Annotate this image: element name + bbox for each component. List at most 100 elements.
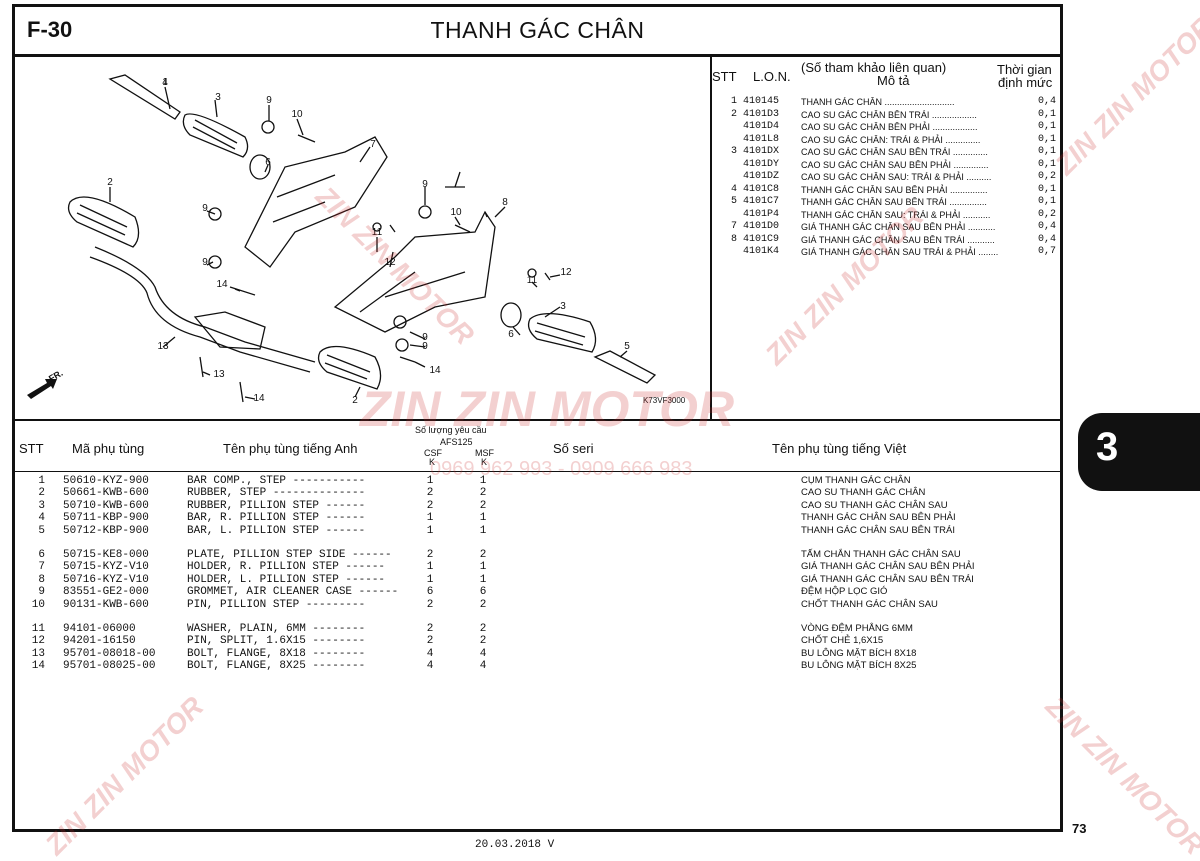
parts-part-no: 50716-KYZ-V10 <box>63 573 149 586</box>
section-tab-number: 3 <box>1096 425 1119 469</box>
parts-csf: 6 <box>426 586 434 599</box>
parts-part-no: 95701-08018-00 <box>63 647 156 660</box>
callout-14: 14 <box>429 365 441 376</box>
parts-msf: 1 <box>479 561 487 574</box>
parts-stt: 14 <box>31 660 45 673</box>
labor-lon: 4101P4 <box>743 208 780 220</box>
labor-lon: 410145 <box>743 96 780 107</box>
part-14-bolt <box>229 186 465 363</box>
parts-name-vn: THANH GÁC CHÂN SAU BÊN TRÁI <box>801 524 955 536</box>
parts-header-serial: Số seri <box>553 441 594 456</box>
callout-1: 1 <box>162 77 168 88</box>
parts-stt: 4 <box>38 512 45 525</box>
callout-5: 5 <box>624 341 630 352</box>
part-12-split-pin <box>389 224 551 281</box>
parts-stt: 2 <box>38 487 45 500</box>
callout-3: 3 <box>215 92 221 103</box>
labor-lon: 4101D0 <box>743 221 780 232</box>
callout-12: 12 <box>560 267 572 278</box>
labor-lon: 4101C8 <box>743 183 780 195</box>
labor-desc: CAO SU GÁC CHÂN BÊN TRÁI ...............… <box>801 109 977 120</box>
parts-part-no: 83551-GE2-000 <box>63 586 149 599</box>
parts-part-no: 50710-KWB-600 <box>63 499 149 512</box>
part-3-rubber-lower <box>527 313 597 353</box>
parts-header-rule <box>15 471 1060 472</box>
labor-stt: 4 <box>730 183 737 195</box>
parts-header-k1: K <box>429 457 436 467</box>
parts-name-en: RUBBER, STEP -------------- <box>187 487 366 500</box>
page-number: 73 <box>1072 821 1087 836</box>
callout-3: 3 <box>560 301 566 312</box>
labor-time: 0,1 <box>1037 196 1056 207</box>
callout-9: 9 <box>422 332 428 343</box>
front-arrow-icon: FR. <box>27 368 65 399</box>
callout-2: 2 <box>107 177 113 188</box>
parts-name-vn: THANH GÁC CHÂN SAU BÊN PHẢI <box>801 512 956 524</box>
labor-desc: GIÁ THANH GÁC CHÂN SAU BÊN TRÁI ........… <box>801 234 995 245</box>
parts-stt: 12 <box>31 635 45 648</box>
parts-name-vn: CHỐT THANH GÁC CHÂN SAU <box>801 598 938 610</box>
parts-header-part-no: Mã phụ tùng <box>72 441 145 456</box>
part-4-bar <box>108 74 181 120</box>
labor-stt: 3 <box>730 146 737 157</box>
labor-stt: 5 <box>730 196 737 207</box>
parts-part-no: 94201-16150 <box>63 635 136 648</box>
parts-msf: 2 <box>479 499 487 512</box>
parts-part-no: 50715-KE8-000 <box>63 549 149 561</box>
parts-header-stt: STT <box>19 441 44 456</box>
parts-csf: 1 <box>426 475 434 487</box>
parts-name-vn: CAO SU THANH GÁC CHÂN <box>801 487 926 499</box>
parts-msf: 1 <box>479 475 487 487</box>
labor-time: 0,4 <box>1037 96 1056 107</box>
labor-time: 0,4 <box>1037 221 1056 232</box>
parts-header-qty: Số lượng yêu cầu <box>415 425 487 435</box>
part-5-bar <box>593 350 657 384</box>
labor-lon: 4101DZ <box>743 171 780 182</box>
parts-part-no: 50711-KBP-900 <box>63 512 149 525</box>
watermark-brand-bottom-right: ZIN ZIN MOTOR <box>1040 690 1200 861</box>
labor-time: 0,7 <box>1037 246 1056 257</box>
labor-header-desc: Mô tả <box>877 73 910 88</box>
parts-stt: 9 <box>38 586 45 599</box>
parts-part-no: 90131-KWB-600 <box>63 598 149 611</box>
page-title: THANH GÁC CHÂN <box>430 17 645 43</box>
labor-time: 0,2 <box>1037 208 1056 220</box>
labor-time: 0,2 <box>1037 171 1056 182</box>
callout-11: 11 <box>372 227 383 238</box>
part-2-rubber-left <box>67 196 140 248</box>
labor-stt: 2 <box>730 108 737 120</box>
labor-desc: CAO SU GÁC CHÂN SAU BÊN TRÁI ...........… <box>801 147 988 157</box>
part-13-bolt <box>199 356 244 403</box>
callout-10: 10 <box>450 207 462 218</box>
labor-lon: 4101K4 <box>743 246 780 257</box>
parts-stt: 6 <box>38 549 45 561</box>
parts-msf: 6 <box>479 586 487 599</box>
part-6-plate <box>249 154 271 180</box>
labor-header-stt: STT <box>712 69 737 84</box>
watermark-brand-corner: ZIN ZIN MOTOR <box>1049 10 1200 181</box>
parts-name-vn: TẤM CHẮN THANH GÁC CHÂN SAU <box>801 549 961 560</box>
callout-14: 14 <box>216 279 228 290</box>
labor-lon: 4101D4 <box>743 121 780 132</box>
parts-name-vn: BU LÔNG MẶT BÍCH 8X18 <box>801 647 917 659</box>
diagram-svg: 122334566789999991010111112121313141414 … <box>27 74 686 406</box>
labor-desc: CAO SU GÁC CHÂN SAU BÊN PHẢI ...........… <box>801 159 989 170</box>
labor-desc: CAO SU GÁC CHÂN BÊN PHẢI ...............… <box>801 122 978 132</box>
parts-stt: 7 <box>38 561 45 574</box>
parts-csf: 2 <box>426 635 434 648</box>
callout-6: 6 <box>508 329 514 340</box>
catalog-page-frame: F-30 THANH GÁC CHÂN <box>12 4 1063 832</box>
part-9-grommet <box>208 207 222 221</box>
labor-time: 0,1 <box>1037 146 1056 157</box>
callout-7: 7 <box>370 139 376 150</box>
parts-header-name-en: Tên phụ tùng tiếng Anh <box>223 441 358 456</box>
